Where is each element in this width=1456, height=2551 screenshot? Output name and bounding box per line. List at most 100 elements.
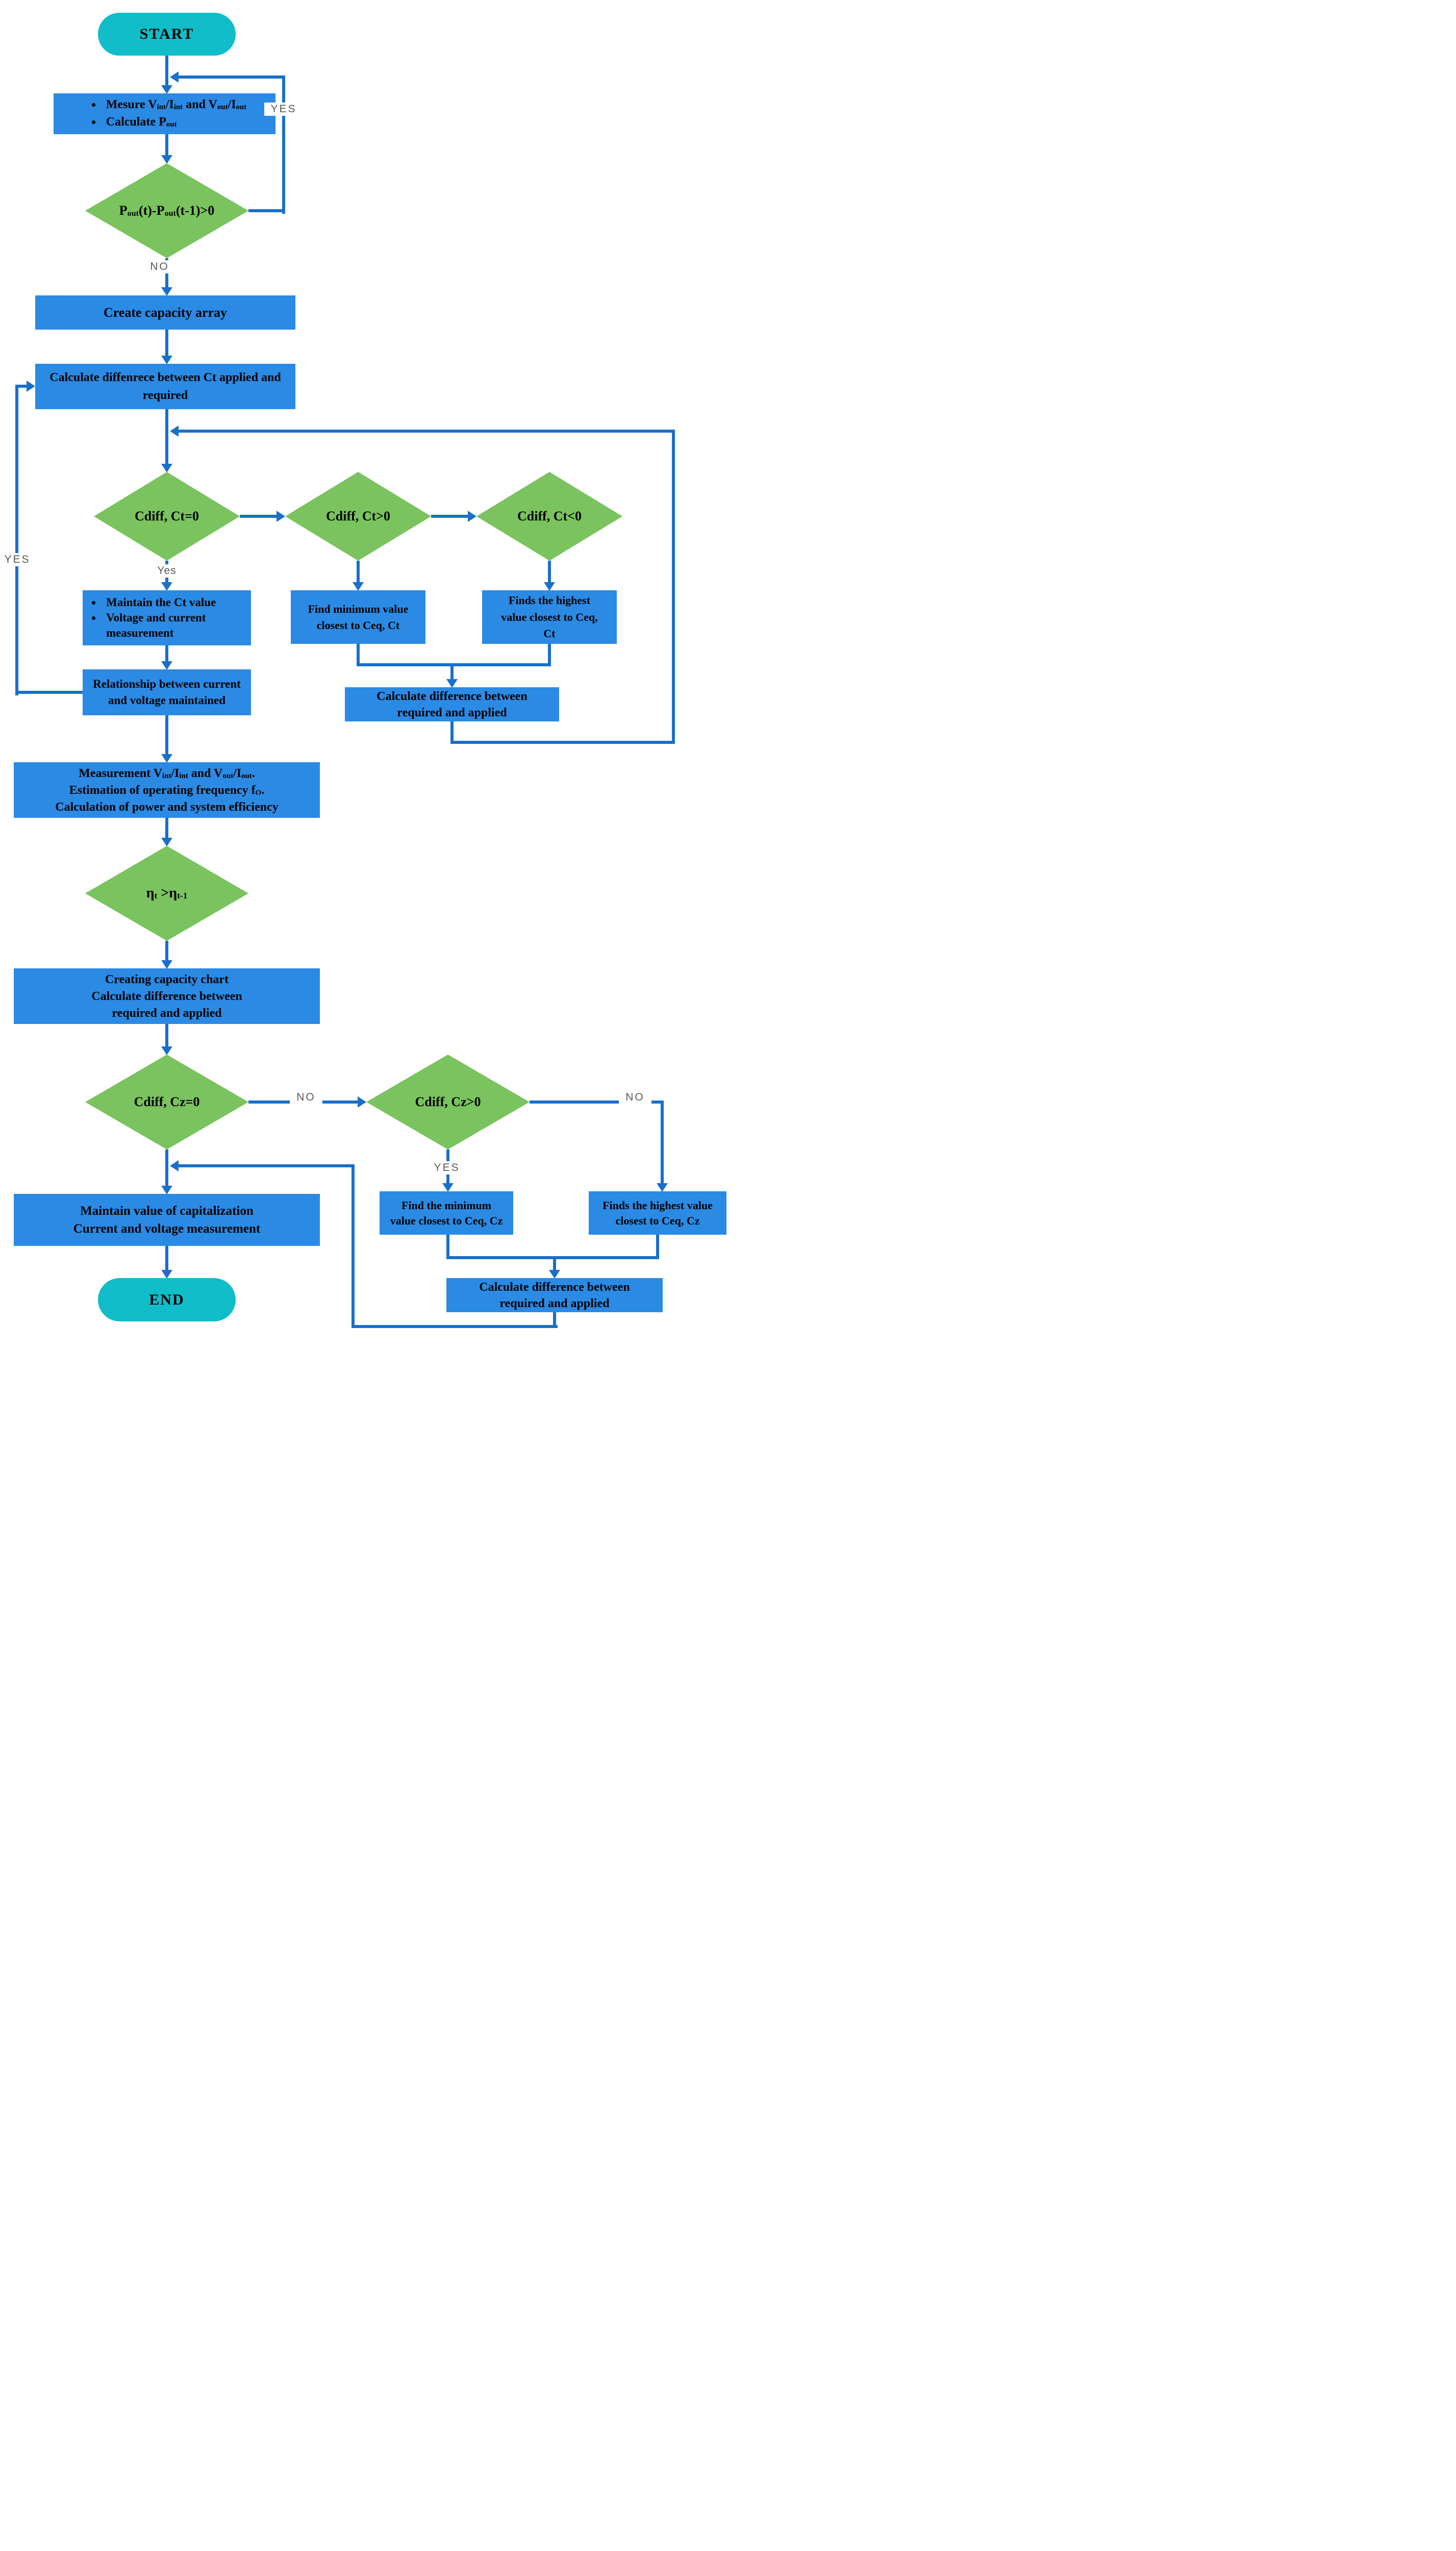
connector-arrowhead — [161, 838, 172, 846]
node-pout-decision-label: Pout(t)-Pout(t-1)>0 — [119, 203, 215, 218]
text-run: t — [154, 891, 158, 901]
connector-line — [282, 76, 285, 214]
node-cdiff-ct-gt-label: Cdiff, Ct>0 — [325, 509, 391, 523]
text-run: out — [241, 771, 252, 780]
label-yes-cz-gt: YES — [429, 1161, 465, 1174]
text-run: Mesure V — [106, 98, 157, 112]
connector-line — [553, 1312, 556, 1328]
connector-arrowhead — [161, 464, 172, 472]
connector-line — [357, 561, 360, 583]
text-run: out — [127, 209, 139, 218]
node-end-label: END — [149, 1291, 185, 1308]
bullet-item: Maintain the Ct value — [102, 595, 251, 610]
connector-arrowhead — [170, 1160, 179, 1171]
text-run: >η — [157, 885, 178, 901]
bullet-item: Calculate Pout — [102, 114, 246, 131]
connector-line — [248, 209, 284, 212]
connector-line — [450, 663, 454, 680]
flowchart-canvas: YES NO Yes YES NO NO YES START Mesure Vi… — [0, 0, 728, 1330]
text-run: O — [255, 788, 262, 797]
node-measurement-label: Measurement Vint/Iint and Vout/Iout.Esti… — [14, 766, 320, 815]
connector-line — [357, 663, 551, 666]
connector-arrowhead — [468, 511, 476, 522]
connector-line — [178, 1164, 355, 1167]
text-line: Finds the highest — [508, 594, 591, 607]
node-cdiff-cz-gt: Cdiff, Cz>0 — [366, 1055, 530, 1149]
text-line: Calculate difference between — [479, 1280, 630, 1294]
text-run: and V — [188, 766, 223, 780]
text-run: /I — [171, 766, 180, 780]
connector-arrowhead — [446, 679, 458, 688]
text-run: out — [166, 120, 177, 129]
text-line: Creating capacity chart — [105, 972, 229, 986]
node-end: END — [98, 1278, 236, 1321]
text-line: Current and voltage measurement — [73, 1222, 261, 1236]
connector-arrowhead — [657, 1183, 668, 1192]
connector-arrowhead — [170, 426, 179, 437]
text-line: Ct — [543, 627, 556, 640]
connector-line — [165, 941, 168, 961]
connector-line — [352, 1325, 558, 1328]
text-run: /I — [233, 766, 242, 780]
node-calc-diff-ct-label: Calculate diffenrece between Ct applied … — [35, 370, 295, 403]
connector-arrowhead — [27, 381, 35, 392]
text-run: int — [157, 103, 166, 112]
text-run: . — [252, 766, 255, 780]
text-run: out — [164, 209, 176, 218]
connector-arrowhead — [161, 356, 172, 364]
connector-line — [165, 134, 168, 156]
connector-arrowhead — [161, 155, 172, 164]
text-run: int — [162, 771, 171, 780]
node-start: START — [98, 13, 236, 56]
text-run: Calculation of power and system efficien… — [55, 800, 279, 814]
label-no-pout: NO — [144, 260, 175, 273]
connector-line — [15, 691, 84, 694]
text-line: closest to Ceq, Cz — [615, 1214, 700, 1227]
node-cdiff-cz-gt-label: Cdiff, Cz>0 — [415, 1094, 481, 1109]
node-eta-decision: ηt >ηt-1 — [85, 846, 248, 941]
connector-arrowhead — [353, 582, 364, 591]
text-line: Calculate difference between — [91, 989, 242, 1003]
connector-line — [357, 644, 360, 666]
connector-line — [450, 721, 454, 744]
text-run: . — [261, 783, 265, 797]
node-cdiff-ct-eq-label: Cdiff, Ct=0 — [134, 509, 199, 523]
connector-line — [165, 330, 168, 356]
text-line: Maintain value of capitalization — [80, 1204, 254, 1218]
connector-arrowhead — [161, 1046, 172, 1055]
connector-arrowhead — [161, 1186, 172, 1194]
node-cdiff-ct-lt: Cdiff, Ct<0 — [476, 472, 622, 561]
label-no-cz-eq: NO — [290, 1091, 322, 1104]
connector-line — [165, 56, 168, 85]
text-run: /I — [165, 98, 174, 112]
connector-line — [352, 1164, 355, 1328]
text-run: (t)-P — [138, 203, 165, 218]
connector-line — [178, 430, 675, 433]
connector-line — [672, 430, 675, 744]
node-cdiff-cz-eq-label: Cdiff, Cz=0 — [134, 1094, 200, 1109]
connector-line — [178, 76, 285, 79]
connector-arrowhead — [161, 582, 172, 591]
text-line: Relationship between current — [93, 677, 241, 690]
connector-line — [548, 644, 551, 666]
node-measure-bullets: Mesure Vint/Iint and Vout/IoutCalculate … — [83, 96, 246, 131]
node-measurement: Measurement Vint/Iint and Vout/Iout.Esti… — [14, 762, 320, 818]
bullet-item: Mesure Vint/Iint and Vout/Iout — [102, 96, 246, 114]
text-line: closest to Ceq, Ct — [316, 619, 400, 632]
text-run: out — [217, 103, 228, 112]
node-cdiff-ct-lt-label: Cdiff, Ct<0 — [517, 509, 582, 523]
text-run: η — [146, 885, 155, 901]
connector-arrowhead — [277, 511, 285, 522]
text-line: required and applied — [112, 1006, 222, 1020]
node-cdiff-ct-gt: Cdiff, Ct>0 — [285, 472, 431, 561]
text-line: Find the minimum — [401, 1199, 492, 1212]
